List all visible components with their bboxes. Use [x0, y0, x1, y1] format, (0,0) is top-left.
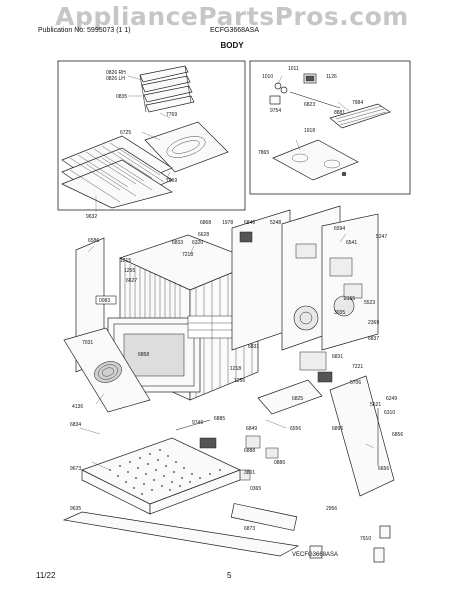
- callout-6885: 6885: [214, 416, 225, 422]
- callout-6831-a: 6831: [248, 344, 259, 350]
- page-number: 5: [227, 571, 232, 580]
- callout-6823: 6823: [304, 102, 315, 108]
- callout-6586: 6586: [88, 238, 99, 244]
- publication-number: Publication No: 5995073 (1 1): [38, 27, 131, 34]
- footer-date: 11/22: [36, 571, 56, 580]
- callout-6628: 6628: [198, 232, 209, 238]
- callout-1918: 1918: [304, 128, 315, 134]
- callout-1126: 1126: [326, 74, 337, 80]
- callout-6837: 6837: [368, 336, 379, 342]
- callout-5248: 5248: [270, 220, 281, 226]
- callout-2155: 2155: [344, 296, 355, 302]
- callout-0826-rh: 0826 RH: [106, 70, 126, 76]
- callout-1010: 1010: [262, 74, 273, 80]
- callout-6725: 6725: [120, 130, 131, 136]
- callout-7769: 7769: [166, 112, 177, 118]
- lower-components: [175, 351, 333, 481]
- drawer-trim: [230, 503, 298, 531]
- callout-6849: 6849: [246, 426, 257, 432]
- callout-7865: 7865: [258, 150, 269, 156]
- callout-5706: 5706: [350, 380, 361, 386]
- callout-0083: 0083: [99, 298, 110, 304]
- callout-6888: 6888: [244, 448, 255, 454]
- control-inset-parts: [269, 73, 391, 181]
- callout-8881: 8881: [334, 110, 345, 116]
- callout-6858: 6858: [138, 352, 149, 358]
- callout-7031: 7031: [82, 340, 93, 346]
- callout-5621: 5621: [370, 402, 381, 408]
- callout-5247: 5247: [376, 234, 387, 240]
- callout-6833: 6833: [172, 240, 183, 246]
- callout-6656: 6656: [378, 466, 389, 472]
- callout-9673: 9673: [70, 466, 81, 472]
- callout-1256: 1256: [234, 378, 245, 384]
- callout-2956: 2956: [326, 506, 337, 512]
- rear-panel-assembly: [231, 205, 379, 351]
- callout-6594: 6594: [334, 226, 345, 232]
- callout-4136: 4136: [72, 404, 83, 410]
- callout-6249: 6249: [386, 396, 397, 402]
- anti-tip-bracket: [373, 547, 385, 563]
- callout-6831-b: 6831: [332, 354, 343, 360]
- right-side-panel: [329, 375, 395, 497]
- callout-9754: 9754: [270, 108, 281, 114]
- callout-1218: 1218: [230, 366, 241, 372]
- callout-6868: 6868: [200, 220, 211, 226]
- callout-6825: 6825: [292, 396, 303, 402]
- callout-6556: 6556: [290, 426, 301, 432]
- leader-lines: [79, 75, 375, 471]
- callout-9632: 9632: [86, 214, 97, 220]
- label-0083: [95, 295, 117, 305]
- callout-6627: 6627: [126, 278, 137, 284]
- callout-6541: 6541: [346, 240, 357, 246]
- oven-racks: [61, 135, 173, 209]
- callout-6896: 6896: [332, 426, 343, 432]
- model-number: ECFG3668ASA: [210, 27, 260, 34]
- rack-support-rails: [139, 65, 195, 113]
- callout-0886: 0886: [274, 460, 285, 466]
- callout-2369: 2369: [368, 320, 379, 326]
- callout-7984: 7984: [352, 100, 363, 106]
- callout-6846: 6846: [244, 220, 255, 226]
- callout-0826-lh: 0826 LH: [106, 76, 125, 82]
- callout-5523: 5523: [364, 300, 375, 306]
- callout-1215: 1215: [120, 258, 131, 264]
- callout-9749: 9749: [192, 420, 203, 426]
- watermark-text: AppliancePartsPros.com: [55, 2, 409, 31]
- callout-7069: 7069: [166, 178, 177, 184]
- callout-6856: 6856: [392, 432, 403, 438]
- callout-3035: 3035: [334, 310, 345, 316]
- callout-3801: 3801: [244, 470, 255, 476]
- callout-1978: 1978: [222, 220, 233, 226]
- callout-6310: 6310: [384, 410, 395, 416]
- callout-6320: 6320: [192, 240, 203, 246]
- inset-box-racks: [57, 60, 246, 211]
- callout-0365: 0365: [250, 486, 261, 492]
- callout-6834: 6834: [70, 422, 81, 428]
- section-title: BODY: [220, 41, 244, 50]
- callout-1255: 1255: [124, 268, 135, 274]
- kick-plate: [62, 511, 300, 557]
- callout-7910: 7910: [360, 536, 371, 542]
- diagram-id: VECFG3668ASA: [292, 552, 338, 558]
- callout-6873: 6873: [244, 526, 255, 532]
- callout-7218: 7218: [182, 252, 193, 258]
- callout-1011: 1011: [288, 66, 299, 72]
- oven-door: [63, 327, 151, 413]
- broil-pan: [144, 121, 229, 173]
- callout-0835: 0835: [116, 94, 127, 100]
- foot-7910: [309, 545, 323, 559]
- callout-9635: 9635: [70, 506, 81, 512]
- bottom-tray: [81, 437, 241, 515]
- foot-leveler: [379, 525, 391, 539]
- callout-7221: 7221: [352, 364, 363, 370]
- inset-box-controls: [249, 60, 411, 195]
